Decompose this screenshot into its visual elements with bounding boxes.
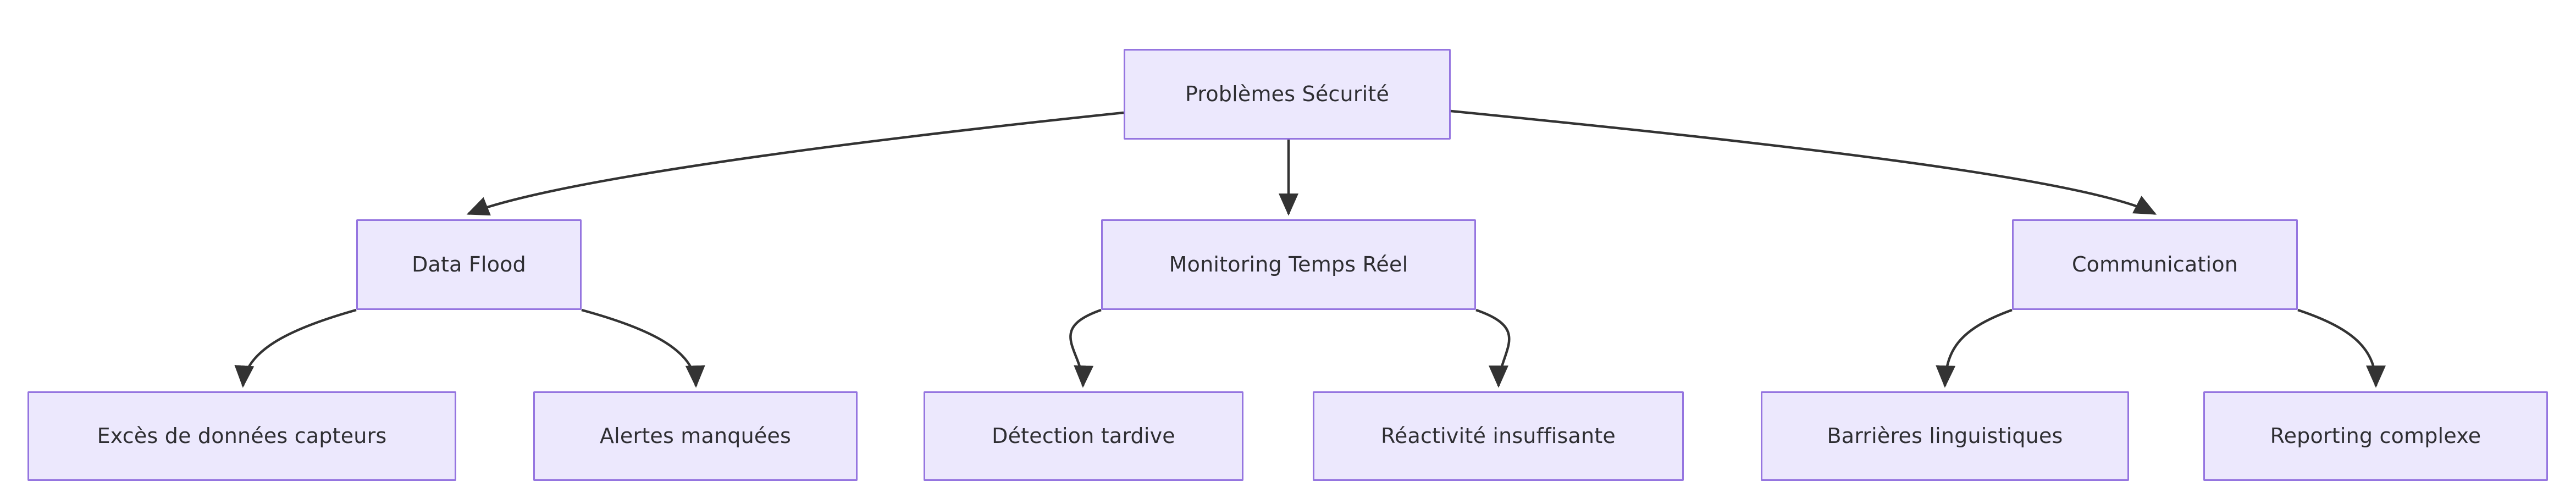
- edge-data-flood-to-alertes: [581, 308, 705, 388]
- node-label: Communication: [2071, 252, 2238, 276]
- node-exces-donnees-capteurs[interactable]: Excès de données capteurs: [27, 391, 456, 481]
- node-monitoring-temps-reel[interactable]: Monitoring Temps Réel: [1101, 219, 1476, 310]
- node-label: Data Flood: [412, 252, 526, 276]
- edge-communication-to-reporting: [2297, 308, 2386, 388]
- node-reporting-complexe[interactable]: Reporting complexe: [2203, 391, 2548, 481]
- node-label: Excès de données capteurs: [97, 423, 387, 448]
- node-label: Détection tardive: [992, 423, 1175, 448]
- edge-monitoring-to-reactivite: [1475, 308, 1511, 388]
- node-label: Alertes manquées: [599, 423, 792, 448]
- node-label: Barrières linguistiques: [1827, 423, 2063, 448]
- node-detection-tardive[interactable]: Détection tardive: [924, 391, 1243, 481]
- edge-root-to-data-flood: [466, 111, 1124, 216]
- node-label: Monitoring Temps Réel: [1169, 252, 1408, 276]
- edge-monitoring-to-detection: [1069, 308, 1102, 388]
- node-label: Problèmes Sécurité: [1185, 81, 1390, 106]
- node-alertes-manquees[interactable]: Alertes manquées: [533, 391, 858, 481]
- node-label: Réactivité insuffisante: [1381, 423, 1616, 448]
- node-barrieres-linguistiques[interactable]: Barrières linguistiques: [1761, 391, 2129, 481]
- node-data-flood[interactable]: Data Flood: [356, 219, 582, 310]
- node-label: Reporting complexe: [2270, 423, 2481, 448]
- edge-root-to-communication: [1450, 109, 2157, 215]
- edge-communication-to-barrieres: [1936, 308, 2013, 388]
- node-reactivite-insuffisante[interactable]: Réactivité insuffisante: [1313, 391, 1684, 481]
- edge-data-flood-to-exces-donnees: [234, 308, 357, 388]
- node-communication[interactable]: Communication: [2012, 219, 2298, 310]
- node-problemes-securite[interactable]: Problèmes Sécurité: [1124, 49, 1451, 140]
